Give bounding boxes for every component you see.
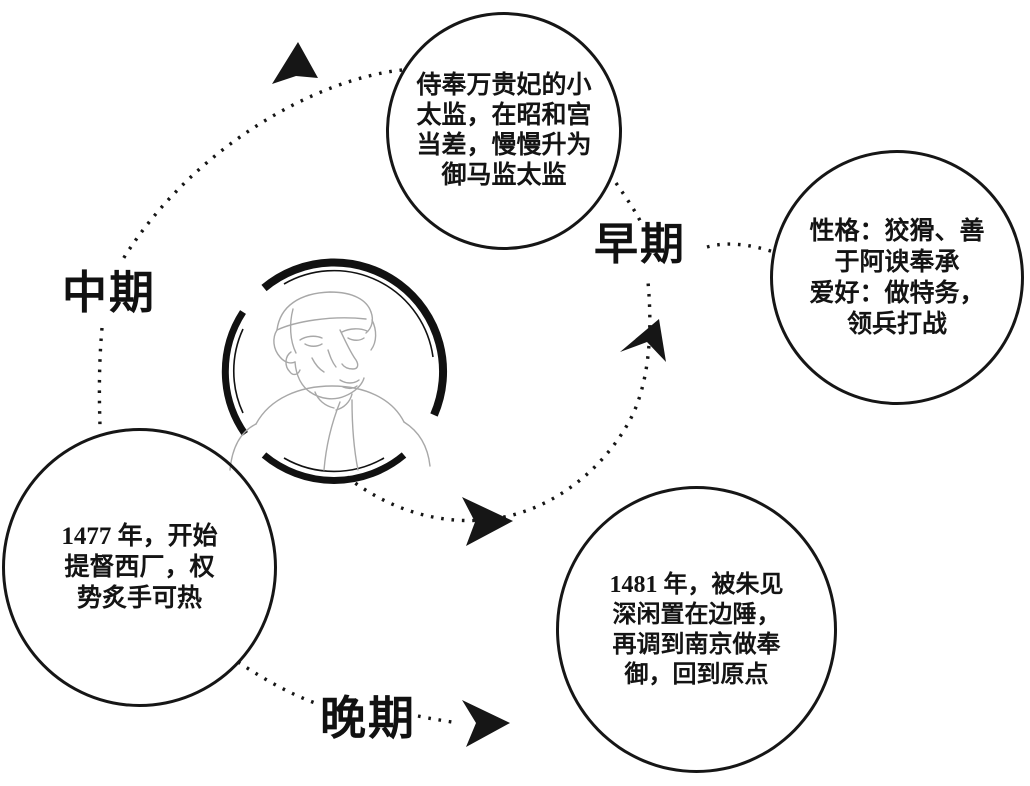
dotted-arc-early-to-right-circle: [706, 242, 775, 254]
node-personality-text: 性格：狡猾、善 于阿谀奉承 爱好：做特务， 领兵打战: [809, 216, 984, 340]
node-text-line: 提督西厂，权: [64, 554, 215, 581]
dotted-arc-center-to-early: [345, 281, 652, 523]
node-early-career-text: 侍奉万贵妃的小 太监，在昭和宫 当差，慢慢升为 御马监太监: [416, 71, 591, 191]
node-1481-downfall-circle: 1481 年，被朱见 深闲置在边陲， 再调到南京做奉 御，回到原点: [556, 486, 837, 773]
dotted-arc-leftcircle-to-late: [237, 660, 319, 706]
node-text-line: 当差，慢慢升为: [416, 132, 592, 159]
node-text-line: 侍奉万贵妃的小: [416, 72, 592, 99]
dotted-arc-late-to-bottom-circle: [417, 714, 459, 725]
eunuch-portrait-icon: [229, 291, 431, 471]
node-personality-circle: 性格：狡猾、善 于阿谀奉承 爱好：做特务， 领兵打战: [770, 150, 1024, 405]
label-stage-middle: 中期: [62, 268, 157, 318]
node-early-career-circle: 侍奉万贵妃的小 太监，在昭和宫 当差，慢慢升为 御马监太监: [386, 12, 622, 250]
dotted-arc-middle-to-left-circle: [97, 327, 104, 427]
arrow-right-late-icon: [462, 700, 510, 747]
node-text-line: 御马监太监: [441, 162, 567, 189]
node-1477-power-text: 1477 年，开始 提督西厂，权 势炙手可热: [61, 521, 217, 614]
node-text-line: 势炙手可热: [76, 585, 202, 612]
node-text-line: 1477 年，开始: [61, 523, 218, 550]
node-text-line: 深闲置在边陲，: [612, 601, 781, 628]
node-text-line: 爱好：做特务，: [809, 279, 985, 307]
label-stage-late: 晚期: [320, 693, 416, 744]
node-text-line: 1481 年，被朱见: [609, 571, 784, 598]
label-stage-early: 早期: [594, 220, 686, 269]
arrow-up-left-icon: [272, 42, 318, 84]
node-text-line: 于阿谀奉承: [834, 248, 960, 276]
node-text-line: 太监，在昭和宫: [416, 102, 592, 129]
node-1477-power-circle: 1477 年，开始 提督西厂，权 势炙手可热: [2, 428, 277, 707]
node-text-line: 领兵打战: [846, 310, 947, 338]
arrow-right-mid-icon: [462, 497, 513, 546]
node-text-line: 性格：狡猾、善: [809, 217, 985, 245]
node-text-line: 御，回到原点: [624, 661, 769, 688]
node-text-line: 再调到南京做奉: [612, 631, 781, 658]
dotted-arc-top-to-middle-upper: [118, 68, 403, 265]
node-1481-downfall-text: 1481 年，被朱见 深闲置在边陲， 再调到南京做奉 御，回到原点: [610, 570, 784, 690]
center-brush-ring: [221, 258, 448, 484]
arrow-up-icon: [620, 319, 666, 362]
